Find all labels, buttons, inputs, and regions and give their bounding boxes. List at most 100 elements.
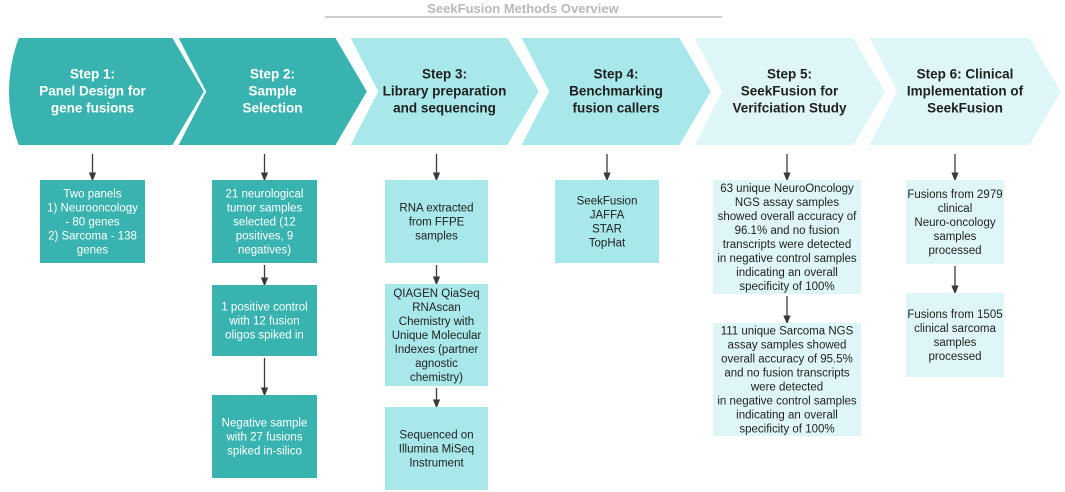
box-text-line: 21 neurological	[225, 189, 303, 201]
step-3-label-line: and sequencing	[393, 101, 496, 116]
box-text-line: 1 positive control	[221, 302, 307, 314]
box-text-line: Negative sample	[222, 418, 308, 430]
step-3-box-1	[385, 180, 488, 263]
box-text-line: samples	[934, 337, 977, 349]
step-3-box-1-text: RNA extracted from FFPE samples	[399, 203, 473, 243]
step-6-label-line: SeekFusion	[927, 101, 1003, 116]
box-text-line: Fusions from 1505	[907, 309, 1002, 321]
step-6-label-line: Implementation of	[907, 84, 1024, 99]
step-1-box-1	[40, 180, 145, 263]
box-text-line: transcripts were detected	[723, 239, 851, 251]
step-2-box-3	[212, 395, 317, 478]
connector-arrows	[88, 154, 959, 409]
box-text-line: TopHat	[589, 238, 626, 250]
box-text-line: indicating an overall	[736, 267, 838, 279]
box-text-line: with 27 fusions	[225, 432, 302, 444]
step-5-box-1	[713, 180, 861, 294]
box-text-line: specificity of 100%	[739, 424, 834, 436]
box-text-line: from FFPE	[409, 217, 465, 229]
box-text-line: chemistry)	[410, 372, 463, 384]
box-text-line: Sequenced on	[399, 430, 473, 442]
step-5-label-line: Verifciation Study	[732, 101, 847, 116]
box-text-line: Neuro-oncology	[914, 217, 995, 229]
box-text-line: clinical	[938, 203, 973, 215]
box-text-line: SeekFusion	[577, 196, 638, 208]
step-1-label-line: gene fusions	[51, 101, 134, 116]
box-text-line: in negative control samples	[717, 253, 857, 265]
step-2-box-2	[212, 285, 317, 356]
box-text-line: clinical sarcoma	[914, 323, 996, 335]
box-text-line: QIAGEN QiaSeq	[393, 288, 479, 300]
box-text-line: with 12 fusion	[228, 316, 299, 328]
step-6-label-line: Step 6: Clinical	[917, 67, 1014, 82]
box-text-line: showed overall accuracy of	[718, 211, 858, 223]
box-text-line: samples	[934, 231, 977, 243]
box-text-line: positives, 9	[236, 231, 294, 243]
box-text-line: oligos spiked in	[225, 330, 304, 342]
step-1-chevron	[7, 36, 207, 147]
box-text-line: 1) Neurooncology	[47, 203, 138, 215]
step-1-label-line: Panel Design for	[39, 84, 146, 99]
box-text-line: spiked in-silico	[227, 446, 302, 458]
step-3-box-3	[385, 407, 488, 490]
step-6-box-2	[906, 293, 1004, 377]
box-text-line: NGS assay samples	[735, 197, 839, 209]
step-2-box-2-text: 1 positive control with 12 fusion oligos s…	[221, 302, 307, 342]
box-text-line: samples	[415, 231, 458, 243]
step-2-box-1	[212, 180, 317, 263]
step-6-chevron	[866, 36, 1064, 147]
box-text-line: agnostic	[415, 358, 458, 370]
step-2-label-line: Sample	[248, 84, 297, 99]
box-text-line: JAFFA	[590, 210, 625, 222]
step-4-label-line: Step 4:	[593, 67, 638, 82]
box-text-line: - 80 genes	[65, 217, 120, 229]
box-text-line: Indexes (partner	[395, 344, 479, 356]
step-3-label-line: Library preparation	[383, 84, 507, 99]
box-text-line: and no fusion transcripts	[724, 368, 850, 380]
box-text-line: Instrument	[409, 458, 464, 470]
box-text-line: RNA extracted	[399, 203, 473, 215]
box-text-line: STAR	[592, 224, 622, 236]
box-text-line: 2) Sarcoma - 138	[48, 231, 137, 243]
step-5-chevron	[691, 36, 888, 147]
box-text-line: were detected	[750, 382, 823, 394]
step-2-label-line: Selection	[242, 101, 302, 116]
step-4-label-line: fusion callers	[572, 101, 659, 116]
box-text-line: negatives)	[238, 245, 291, 257]
box-text-line: RNAscan	[412, 302, 461, 314]
step-5-label-line: SeekFusion for	[741, 84, 839, 99]
box-text-line: overall accuracy of 95.5%	[721, 354, 853, 366]
box-text-line: indicating an overall	[736, 410, 838, 422]
box-text-line: genes	[77, 245, 109, 257]
step-4-chevron	[518, 36, 714, 147]
box-text-line: assay samples showed	[728, 340, 847, 352]
step-2-label-line: Step 2:	[250, 67, 295, 82]
box-text-line: processed	[928, 245, 981, 257]
step-5-label-line: Step 5:	[767, 67, 812, 82]
box-text-line: 96.1% and no fusion	[735, 225, 840, 237]
step-3-box-2	[385, 284, 488, 386]
step-4-box-1	[555, 180, 659, 263]
step-6-box-2-text: Fusions from 1505 clinical sarcoma samples…	[907, 309, 1002, 363]
step-2-box-3-text: Negative sample with 27 fusions spiked in-…	[222, 418, 308, 458]
box-text-line: specificity of 100%	[739, 281, 834, 293]
box-text-line: processed	[928, 351, 981, 363]
diagram-title: SeekFusion Methods Overview	[427, 1, 619, 16]
step-6-box-1	[906, 180, 1004, 264]
step-3-chevron	[347, 36, 542, 147]
